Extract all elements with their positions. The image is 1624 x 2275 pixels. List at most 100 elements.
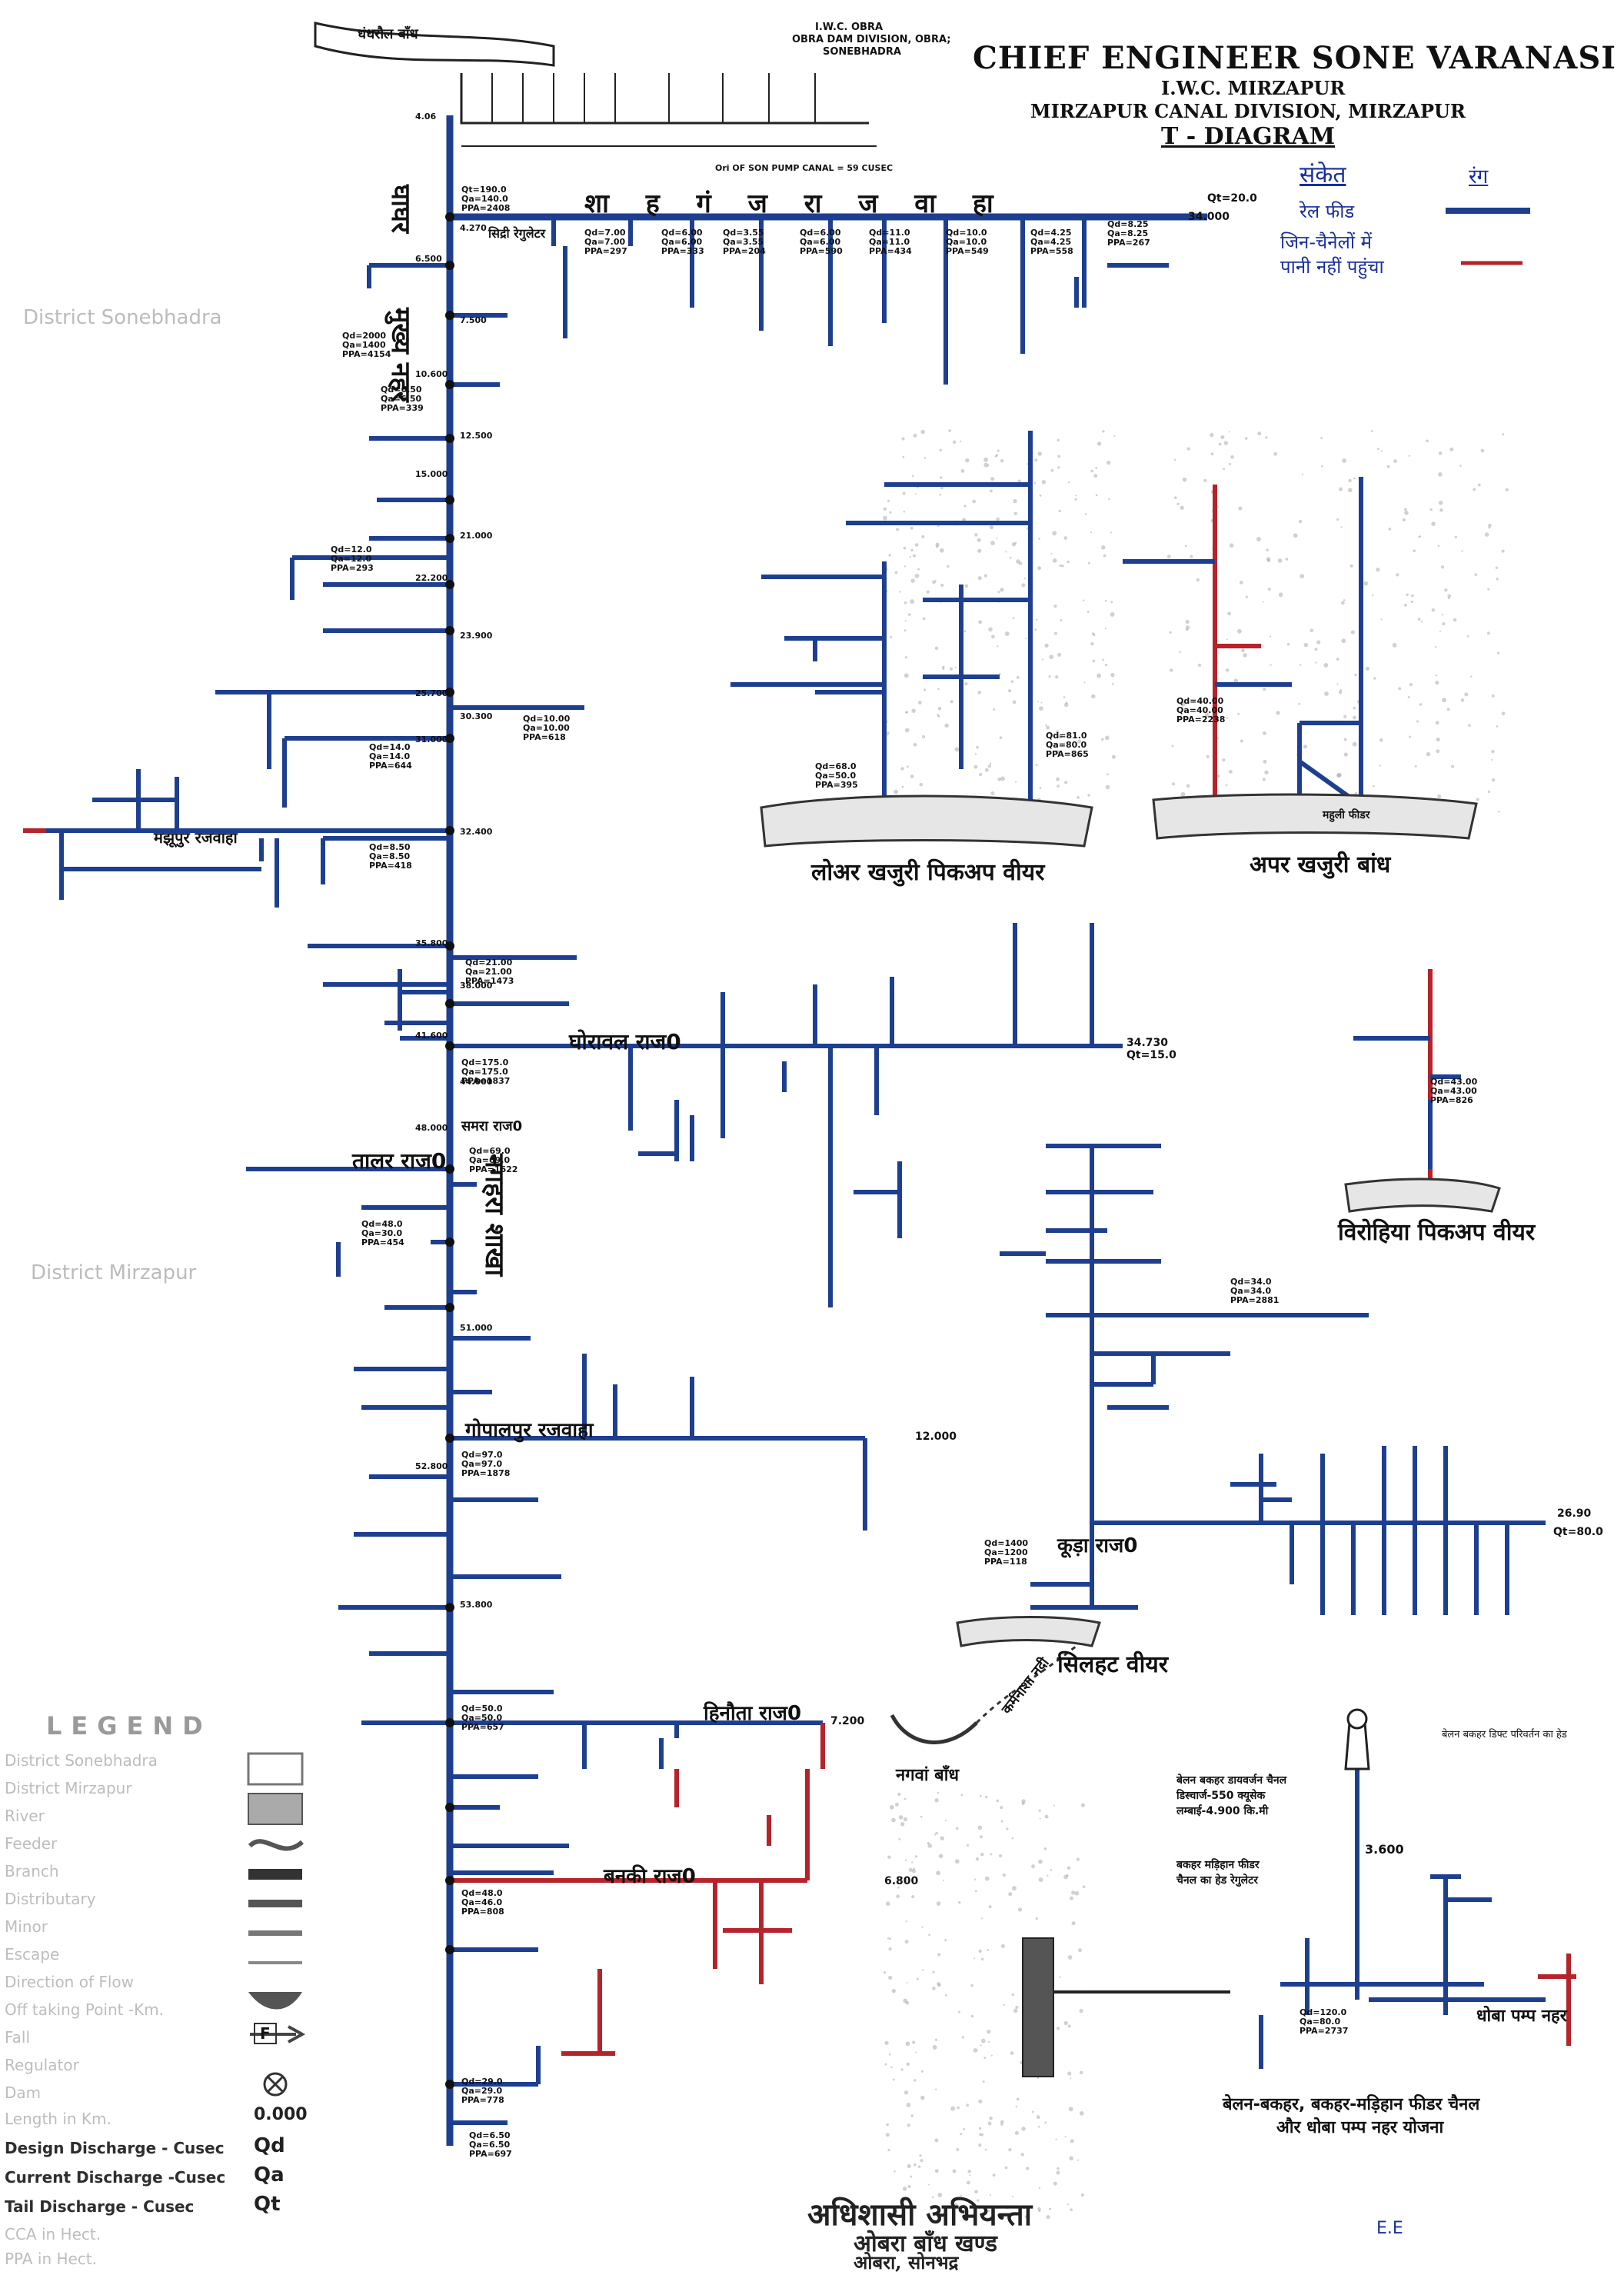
scan-speck (907, 613, 911, 616)
discharge-label: Qa=6.00 (800, 237, 841, 247)
scan-speck (1169, 631, 1172, 634)
scan-speck (1477, 483, 1481, 487)
scan-speck (1490, 758, 1493, 761)
scan-speck (1373, 677, 1376, 680)
virohiya-weir-shape (1344, 1177, 1501, 1213)
chainage-label: 4.270 (460, 223, 487, 233)
scan-speck (900, 767, 904, 771)
off-taking-dot (445, 1164, 454, 1174)
scan-speck (937, 1984, 941, 1987)
chainage-label: 32.400 (460, 827, 493, 837)
scan-speck (910, 599, 915, 605)
scan-speck (910, 548, 914, 552)
scan-speck (950, 2106, 956, 2111)
discharge-label: Qa=34.0 (1230, 1286, 1272, 1296)
scan-speck (976, 745, 979, 749)
scan-speck (1039, 706, 1043, 711)
discharge-label: Qd=14.0 (369, 742, 411, 752)
scan-speck (938, 1854, 943, 1859)
scan-speck (906, 2062, 910, 2067)
scan-speck (1404, 511, 1409, 515)
scan-speck (1429, 508, 1433, 511)
scan-speck (960, 2194, 963, 2197)
scan-speck (1038, 1809, 1041, 1812)
chainage-label: 48.000 (415, 1123, 448, 1133)
scan-speck (1379, 764, 1381, 767)
scan-speck (1078, 1948, 1082, 1953)
stamp-line1: अधिशासी अभियन्ता (807, 2197, 1033, 2233)
top-feeder-branches (491, 73, 816, 123)
scan-speck (1012, 617, 1015, 619)
scan-speck (948, 429, 952, 432)
scan-speck (887, 2215, 890, 2218)
discharge-label: Qa=21.00 (465, 967, 512, 977)
scan-speck (977, 691, 981, 694)
scan-speck (977, 576, 982, 581)
scan-speck (1263, 759, 1267, 764)
scan-speck (1220, 435, 1225, 440)
scan-speck (1353, 706, 1356, 710)
scan-speck (1365, 666, 1370, 671)
scan-speck (1227, 611, 1232, 616)
scan-speck (1011, 1837, 1014, 1840)
scan-speck (1244, 437, 1248, 440)
scan-speck (1067, 560, 1070, 564)
scan-speck (1184, 545, 1187, 548)
scan-speck (1064, 2136, 1067, 2138)
scan-speck (1343, 752, 1348, 757)
scan-speck (1166, 555, 1171, 559)
discharge-label: PPA=558 (1030, 246, 1073, 256)
discharge-label: PPA=395 (815, 780, 858, 790)
discharge-label: Qd=69.0 (469, 1146, 511, 1156)
scan-speck (1363, 581, 1369, 586)
discharge-label: PPA=434 (869, 246, 912, 256)
scan-speck (904, 1859, 907, 1861)
off-taking-dot (445, 1945, 454, 1954)
discharge-label: Qa=6.50 (381, 394, 422, 404)
scan-speck (910, 526, 914, 530)
discharge-label: PPA=267 (1107, 238, 1150, 248)
scan-speck (1321, 465, 1323, 468)
discharge-label: PPA=333 (661, 246, 704, 256)
scan-speck (901, 785, 904, 788)
scan-speck (1461, 550, 1463, 552)
scan-speck (1438, 451, 1443, 455)
scan-speck (1084, 513, 1087, 515)
scan-speck (1386, 465, 1390, 468)
legend-qd-sym: Qd (254, 2134, 285, 2157)
scan-speck (939, 476, 943, 479)
scan-speck (928, 2183, 930, 2186)
discharge-label: Qd=43.00 (1430, 1077, 1478, 1087)
scan-speck (1343, 599, 1346, 601)
scan-speck (1180, 505, 1184, 510)
scan-speck (1185, 625, 1190, 630)
legend-row: Distributary (5, 1890, 96, 1908)
scan-speck (1097, 673, 1102, 678)
scan-speck (954, 747, 960, 752)
scan-speck (999, 673, 1001, 675)
scan-speck (883, 515, 887, 521)
scan-speck (1040, 701, 1043, 704)
scan-speck (1419, 535, 1422, 538)
chainage-label: 38.000 (460, 981, 493, 991)
virohiya-label: विरोहिया पिकअप वीयर (1338, 1219, 1536, 1246)
header-line4: T - DIAGRAM (1161, 123, 1336, 150)
scan-speck (1257, 431, 1262, 436)
scan-speck (1495, 566, 1499, 569)
off-taking-dot (445, 626, 454, 635)
scan-speck (1090, 469, 1093, 473)
scan-speck (1353, 477, 1356, 480)
scan-speck (920, 2095, 925, 2100)
scan-speck (935, 545, 939, 548)
scan-speck (1079, 2111, 1084, 2116)
obra-line3: SONEBHADRA (823, 46, 901, 58)
discharge-label: Qd=2000 (342, 331, 387, 341)
scan-speck (1277, 558, 1283, 563)
mahuli-label: महुली फीडर (1323, 809, 1370, 821)
scan-speck (1352, 741, 1357, 747)
discharge-label: Qd=12.0 (331, 545, 372, 555)
discharge-label: PPA=808 (461, 1907, 504, 1917)
scan-speck (1229, 543, 1234, 548)
discharge-label: PPA=1837 (461, 1076, 511, 1086)
scan-speck (906, 1981, 908, 1984)
